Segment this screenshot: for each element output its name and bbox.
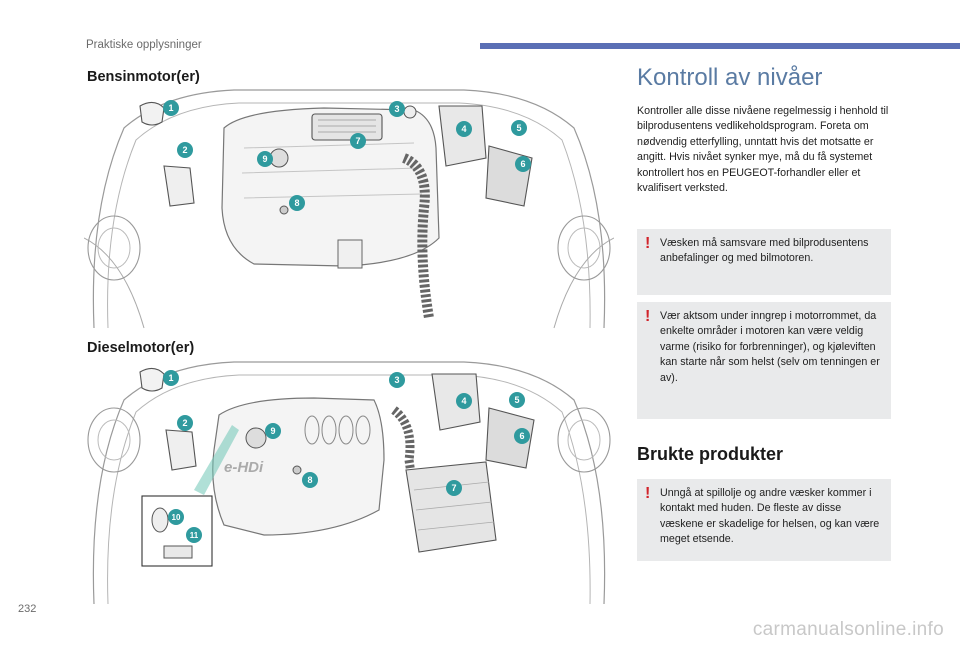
marker-2: 2 xyxy=(182,418,187,428)
intro-paragraph: Kontroller alle disse nivåene regelmessi… xyxy=(637,105,889,195)
marker-8: 8 xyxy=(307,475,312,485)
running-header: Praktiske opplysninger xyxy=(86,39,202,51)
marker-2: 2 xyxy=(182,145,187,155)
marker-9: 9 xyxy=(262,154,267,164)
marker-6: 6 xyxy=(520,159,525,169)
warning-box-hot-engine: ! Vær aktsom under inngrep i motorrommet… xyxy=(637,302,891,419)
warning-icon: ! xyxy=(645,485,651,502)
diesel-marker-labels: 1 2 3 4 5 6 7 8 9 10 11 xyxy=(168,373,524,540)
marker-4: 4 xyxy=(461,396,466,406)
marker-1: 1 xyxy=(168,103,173,113)
watermark: carmanualsonline.info xyxy=(752,619,944,640)
marker-10: 10 xyxy=(172,513,181,522)
page-title: Kontroll av nivåer xyxy=(637,64,823,91)
marker-7: 7 xyxy=(355,136,360,146)
warning-icon: ! xyxy=(645,235,651,252)
warning-box-fluid: ! Væsken må samsvare med bilprodusentens… xyxy=(637,229,891,295)
warning-icon: ! xyxy=(645,308,651,325)
page-number: 232 xyxy=(18,603,37,615)
petrol-engine-diagram: 1 2 3 4 5 6 7 8 9 xyxy=(84,88,614,330)
marker-8: 8 xyxy=(294,198,299,208)
marker-11: 11 xyxy=(190,531,199,540)
petrol-marker-labels: 1 2 3 4 5 6 7 8 9 xyxy=(168,103,525,208)
used-products-heading: Brukte produkter xyxy=(637,444,784,464)
diesel-engine-title: Dieselmotor(er) xyxy=(87,340,195,356)
marker-5: 5 xyxy=(516,123,521,133)
marker-6: 6 xyxy=(519,431,524,441)
diesel-engine-diagram: e-HDi 1 2 3 4 xyxy=(84,360,614,606)
marker-5: 5 xyxy=(514,395,519,405)
marker-3: 3 xyxy=(394,104,399,114)
marker-1: 1 xyxy=(168,373,173,383)
warning-text: Unngå at spillolje og andre væsker komme… xyxy=(660,487,880,546)
marker-3: 3 xyxy=(394,375,399,385)
header-accent-bar xyxy=(480,43,960,49)
petrol-engine-title: Bensinmotor(er) xyxy=(87,69,200,85)
engine-badge: e-HDi xyxy=(224,459,264,476)
warning-text: Vær aktsom under inngrep i motorrommet, … xyxy=(660,310,880,384)
marker-4: 4 xyxy=(461,124,466,134)
warning-box-used-products: ! Unngå at spillolje og andre væsker kom… xyxy=(637,479,891,561)
marker-9: 9 xyxy=(270,426,275,436)
marker-7: 7 xyxy=(451,483,456,493)
warning-text: Væsken må samsvare med bilprodusentens a… xyxy=(660,237,869,265)
